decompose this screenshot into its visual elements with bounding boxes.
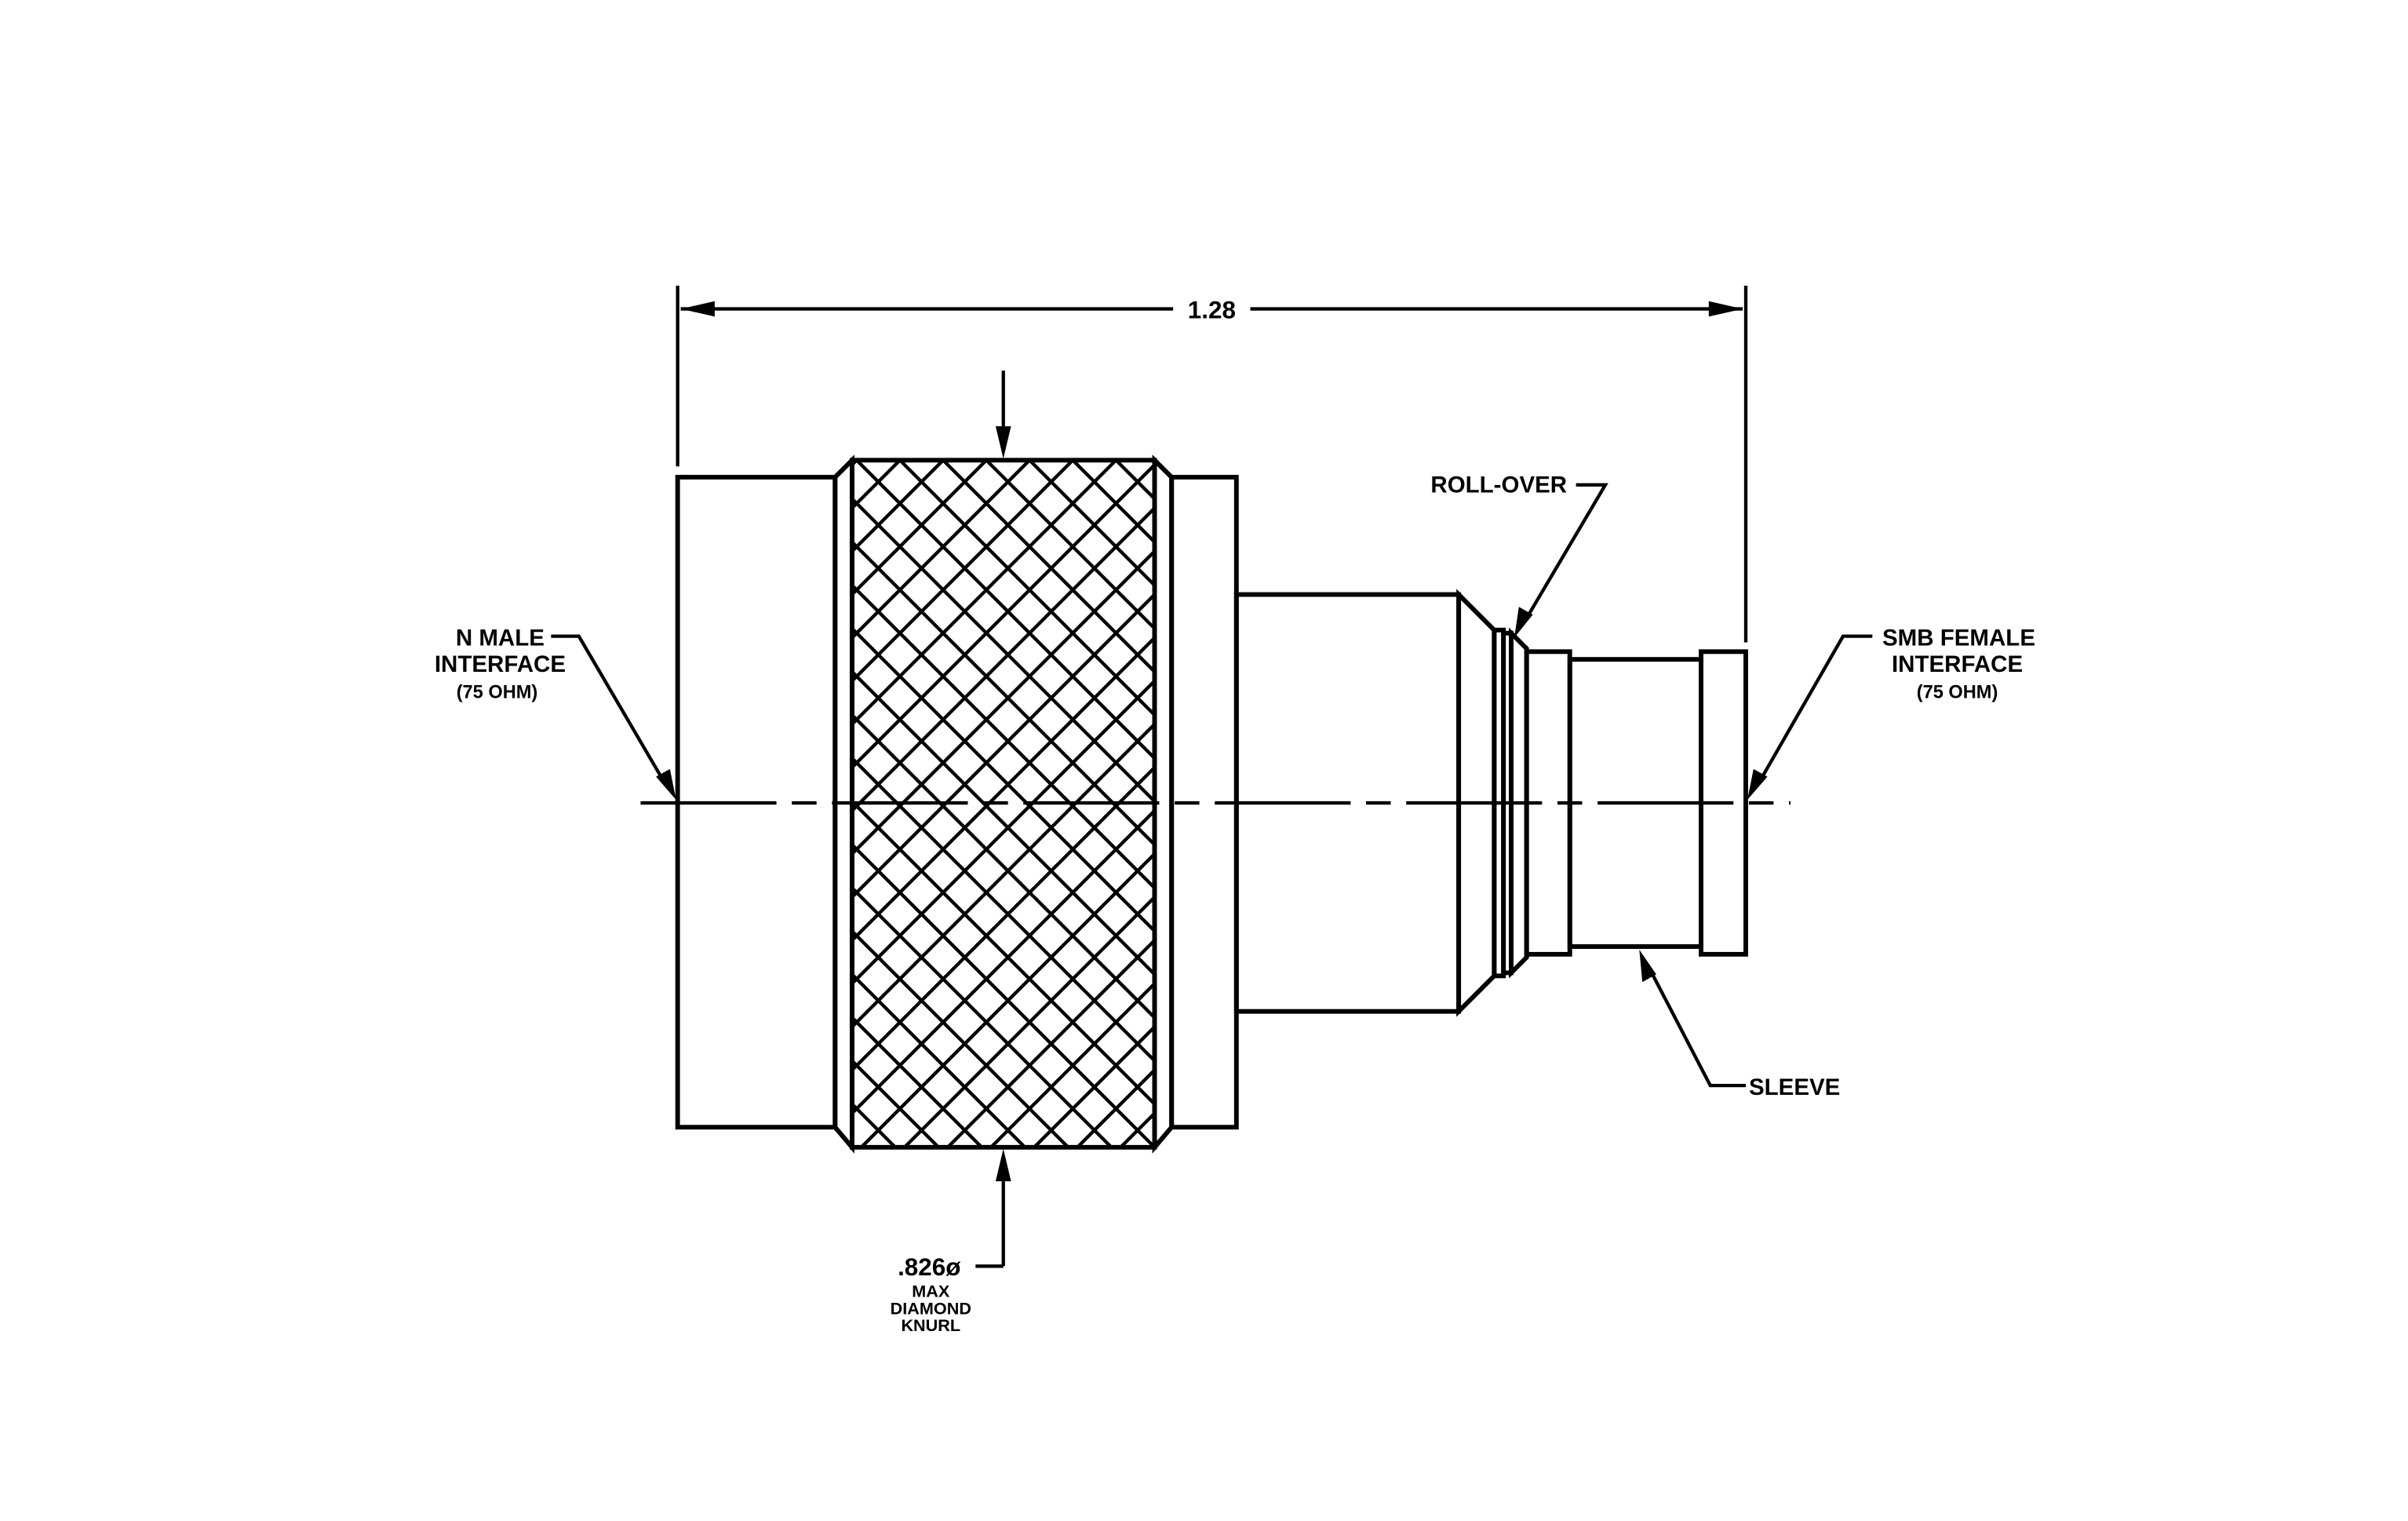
knurl-hatch-line [851, 462, 1155, 770]
knurl-hatch-line [1721, 460, 2408, 1147]
knurl-hatch-line [903, 895, 1155, 1147]
knurl-hatch-line [0, 460, 252, 1147]
knurl-crosshatch [0, 460, 2408, 1147]
n-male-label-line2: INTERFACE [435, 651, 566, 677]
knurl-hatch-line [989, 981, 1155, 1147]
knurl-hatch-line [0, 460, 295, 1147]
knurl-hatch-line [0, 460, 166, 1147]
arrow-right-icon [1708, 301, 1743, 317]
knurl-hatch-line [946, 938, 1155, 1147]
knurl-hatch-line [855, 460, 1155, 761]
smb-female-label-line1: SMB FEMALE [1882, 625, 2035, 651]
knurl-hatch-line [0, 460, 597, 1147]
knurl-hatch-line [1808, 460, 2408, 1147]
knurl-hatch-line [851, 460, 1117, 727]
knurl-hatch-line [0, 460, 640, 1147]
knurl-hatch-line [851, 972, 1026, 1147]
arrow-sleeve-icon [1639, 949, 1656, 983]
diamond-knurl [0, 458, 2408, 1150]
sleeve-callout: SLEEVE [1639, 949, 1840, 1100]
n-male-label-line3: (75 OHM) [457, 682, 538, 702]
knurl-hatch-line [851, 460, 988, 597]
knurl-hatch-line [851, 460, 1031, 640]
overall-length-value: 1.28 [1188, 296, 1236, 323]
knurl-hatch-line [851, 928, 1069, 1147]
knurl-hatch-line [0, 460, 511, 1147]
knurl-hatch-line [985, 460, 1155, 631]
smb-female-callout: SMB FEMALE INTERFACE (75 OHM) [1747, 625, 2035, 801]
knurl-hatch-line [0, 460, 468, 1147]
knurl-hatch-line [0, 460, 338, 1147]
n-male-label-line1: N MALE [456, 625, 545, 651]
arrow-down-icon [995, 426, 1011, 459]
knurl-hatch-line [40, 460, 727, 1147]
roll-over-label: ROLL-OVER [1430, 472, 1567, 498]
knurl-hatch-line [851, 460, 1074, 684]
knurl-hatch-line [851, 496, 1155, 804]
knurl-hatch-line [1678, 460, 2364, 1147]
arrow-smb-female-icon [1747, 768, 1768, 801]
knurl-hatch-line [942, 460, 1155, 674]
knurl-note-max: MAX [912, 1282, 950, 1301]
arrow-roll-over-icon [1514, 607, 1533, 638]
knurl-hatch-line [860, 851, 1155, 1147]
knurl-hatch-line [851, 842, 1155, 1147]
knurl-hatch-line [851, 885, 1113, 1147]
roll-over-callout: ROLL-OVER [1430, 472, 1608, 638]
knurl-hatch-line [0, 460, 209, 1147]
knurl-hatch-line [0, 460, 684, 1147]
sleeve-label: SLEEVE [1749, 1074, 1840, 1100]
knurl-hatch-line [0, 460, 554, 1147]
arrow-left-icon [680, 301, 715, 317]
knurl-diameter-value: .826ø [898, 1253, 961, 1281]
knurl-note-knurl: KNURL [901, 1315, 960, 1335]
smb-female-label-line2: INTERFACE [1892, 651, 2023, 677]
knurl-hatch-line [1028, 460, 1155, 588]
knurl-hatch-line [898, 460, 1155, 718]
knurl-diameter-dimension: .826ø MAX DIAMOND KNURL [891, 370, 1011, 1335]
knurl-note-diamond: DIAMOND [891, 1298, 971, 1318]
knurl-hatch-line [851, 1015, 983, 1147]
overall-length-dimension: 1.28 [676, 286, 1748, 643]
knurl-hatch-line [0, 460, 381, 1147]
knurl-hatch-line [851, 808, 1155, 1116]
smb-female-label-line3: (75 OHM) [1917, 682, 1998, 702]
knurl-hatch-line [0, 460, 424, 1147]
arrow-up-icon [995, 1148, 1011, 1182]
knurl-hatch-line [1033, 1024, 1155, 1147]
knurl-hatch-line [1634, 460, 2321, 1147]
knurl-hatch-line [1765, 460, 2408, 1147]
n-male-callout: N MALE INTERFACE (75 OHM) [435, 625, 676, 801]
arrow-n-male-icon [656, 768, 676, 801]
